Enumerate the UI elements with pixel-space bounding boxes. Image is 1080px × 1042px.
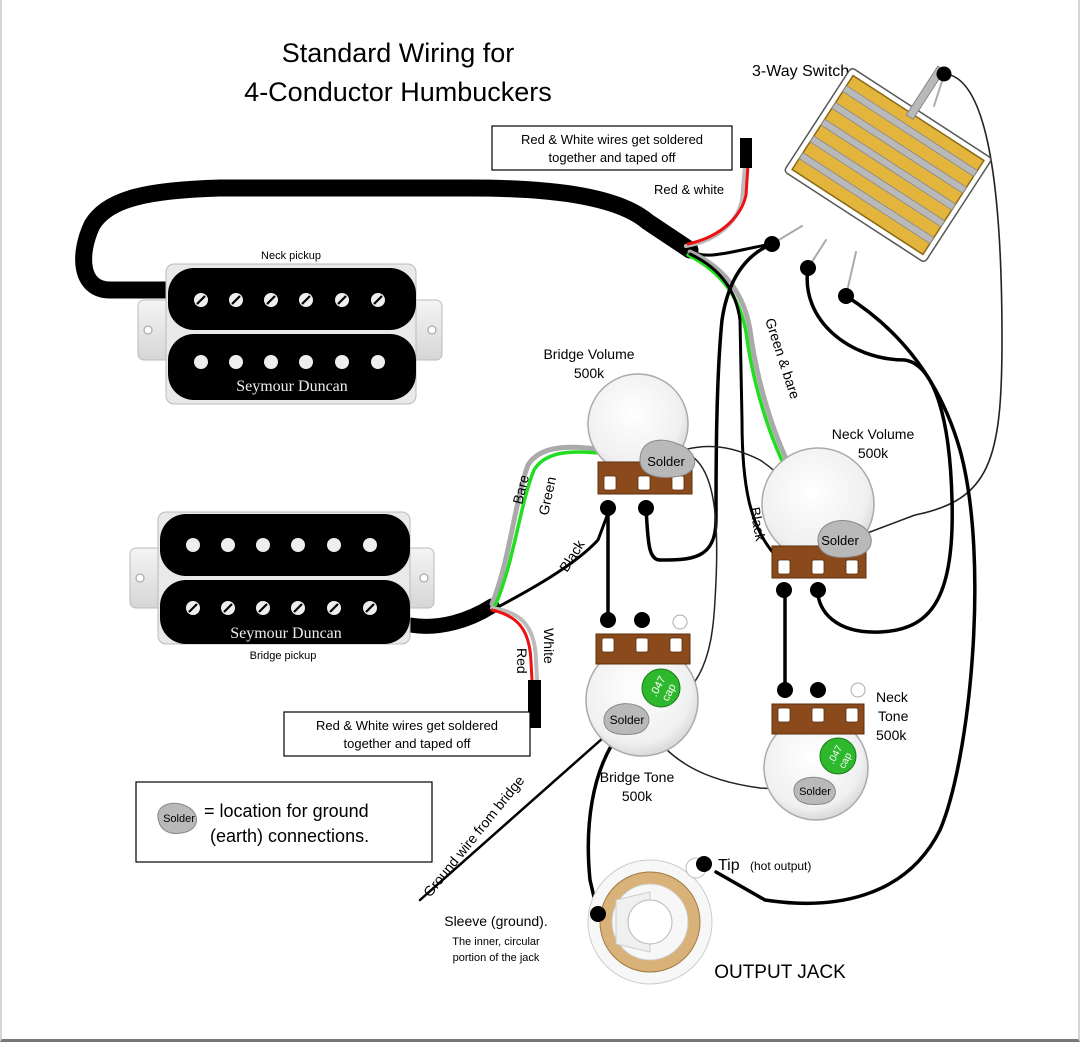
bridge-black-wire <box>494 506 612 610</box>
switch-to-neck-vol <box>805 266 954 634</box>
legend-line-2: (earth) connections. <box>210 826 369 846</box>
bridge-volume-name: Bridge Volume <box>543 346 634 362</box>
bridge-tone-solder-label: Solder <box>610 713 645 727</box>
joint-jack-sleeve <box>590 906 606 922</box>
bridge-ground-wire <box>418 728 614 902</box>
neck-pickup-label: Neck pickup <box>261 250 321 262</box>
bridge-bare-wire <box>489 444 643 607</box>
joint-bridge-vol-3 <box>638 500 654 516</box>
bridge-green-wire <box>493 450 647 608</box>
note-top: Red & White wires get soldered together … <box>491 125 733 171</box>
bridge-tone-name: Bridge Tone <box>600 769 675 785</box>
neck-tone-pot: .047 cap Solder Neck Tone 500k <box>763 682 909 821</box>
label-red-white: Red & white <box>654 182 724 197</box>
joint-switch-output <box>838 288 854 304</box>
neck-coil-2 <box>168 334 416 400</box>
note-bottom-line-2: together and taped off <box>344 736 471 751</box>
solder-joints <box>590 66 952 922</box>
bridge-volume-solder <box>639 439 696 478</box>
label-bridge-green: Green <box>535 475 559 516</box>
neck-pickup-cable <box>75 179 699 299</box>
neck-tone-name2: Tone <box>878 708 909 724</box>
neck-tone-solder-label: Solder <box>799 786 831 798</box>
bridge-tone-cap <box>641 668 681 708</box>
title-line-2: 4-Conductor Humbuckers <box>244 77 552 107</box>
neck-tone-value: 500k <box>876 727 907 743</box>
bridge-tie-off-tape <box>528 680 541 728</box>
wires <box>75 73 1003 916</box>
label-bridge-white: White <box>541 628 557 664</box>
switch-to-bridge-vol <box>644 242 774 562</box>
bridge-pickup-label: Bridge pickup <box>250 650 317 662</box>
neck-volume-name: Neck Volume <box>832 426 915 442</box>
jack-sleeve-label: Sleeve (ground). <box>444 913 548 929</box>
output-jack: Tip (hot output) Sleeve (ground). The in… <box>444 857 846 985</box>
legend-solder-icon <box>157 802 197 834</box>
bridge-pickup-brand: Seymour Duncan <box>230 625 342 642</box>
legend-solder-label: Solder <box>163 813 195 825</box>
neck-pickup-brand: Seymour Duncan <box>236 378 348 395</box>
joint-switch-ground <box>936 66 952 82</box>
neck-volume-solder-label: Solder <box>821 533 859 548</box>
label-bridge-red: Red <box>514 648 530 674</box>
joint-bridge-tone-2 <box>634 612 650 628</box>
neck-tone-solder <box>793 776 836 805</box>
joint-neck-vol-3 <box>810 582 826 598</box>
legend: Solder = location for ground (earth) con… <box>135 781 433 863</box>
joint-bridge-vol-1 <box>600 500 616 516</box>
bridge-tone-value: 500k <box>622 788 653 804</box>
bridge-volume-value: 500k <box>574 365 605 381</box>
jack-tip-label: Tip <box>718 857 740 874</box>
bridge-coil-1 <box>160 514 410 576</box>
bridge-pickup-cable <box>402 598 500 634</box>
joint-bridge-tone-1 <box>600 612 616 628</box>
neck-tone-cap <box>819 737 857 775</box>
neck-volume-pot: Neck Volume 500k Solder <box>761 426 915 579</box>
bridge-pickup: Seymour Duncan Bridge pickup <box>129 511 435 662</box>
title-line-1: Standard Wiring for <box>282 38 515 68</box>
neck-coil-1 <box>168 268 416 330</box>
joint-switch-neck <box>764 236 780 252</box>
switch-ground-thin <box>861 73 1003 536</box>
label-ground-wire: Ground wire from bridge <box>420 772 528 900</box>
legend-line-1: = location for ground <box>204 801 369 821</box>
jack-tip-note: (hot output) <box>750 859 811 873</box>
jack-title: OUTPUT JACK <box>714 962 846 983</box>
bridge-slug-poles <box>186 538 377 552</box>
three-way-switch: 3-Way Switch <box>752 63 992 262</box>
jack-sleeve-note-1: The inner, circular <box>452 936 540 948</box>
bridge-coil-2 <box>160 580 410 644</box>
joint-neck-tone-1 <box>777 682 793 698</box>
neck-pickup: Neck pickup Seymour Duncan <box>137 250 443 405</box>
neck-black-wire <box>688 252 782 562</box>
bridge-volume-solder-label: Solder <box>647 454 685 469</box>
neck-volume-value: 500k <box>858 445 889 461</box>
joint-jack-tip <box>696 856 712 872</box>
note-top-line-1: Red & White wires get soldered <box>521 132 703 147</box>
bridge-tone-pot: .047 cap Solder Bridge Tone 500k <box>585 614 699 804</box>
joint-neck-tone-2 <box>810 682 826 698</box>
neck-slug-poles <box>194 355 385 369</box>
label-bridge-bare: Bare <box>509 473 532 506</box>
joint-switch-bridge <box>800 260 816 276</box>
jack-sleeve-note-2: portion of the jack <box>453 952 540 964</box>
label-green-bare: Green & bare <box>762 316 803 401</box>
joint-neck-vol-1 <box>776 582 792 598</box>
neck-tone-name: Neck <box>876 689 909 705</box>
note-top-line-2: together and taped off <box>549 150 676 165</box>
neck-tie-off-tape <box>740 138 752 168</box>
note-bottom-line-1: Red & White wires get soldered <box>316 718 498 733</box>
switch-label: 3-Way Switch <box>752 63 849 80</box>
bridge-tone-solder <box>603 703 650 735</box>
neck-volume-solder <box>817 520 872 558</box>
bridge-volume-pot: Bridge Volume 500k Solder <box>543 346 696 495</box>
note-bottom: Red & White wires get soldered together … <box>283 711 531 757</box>
